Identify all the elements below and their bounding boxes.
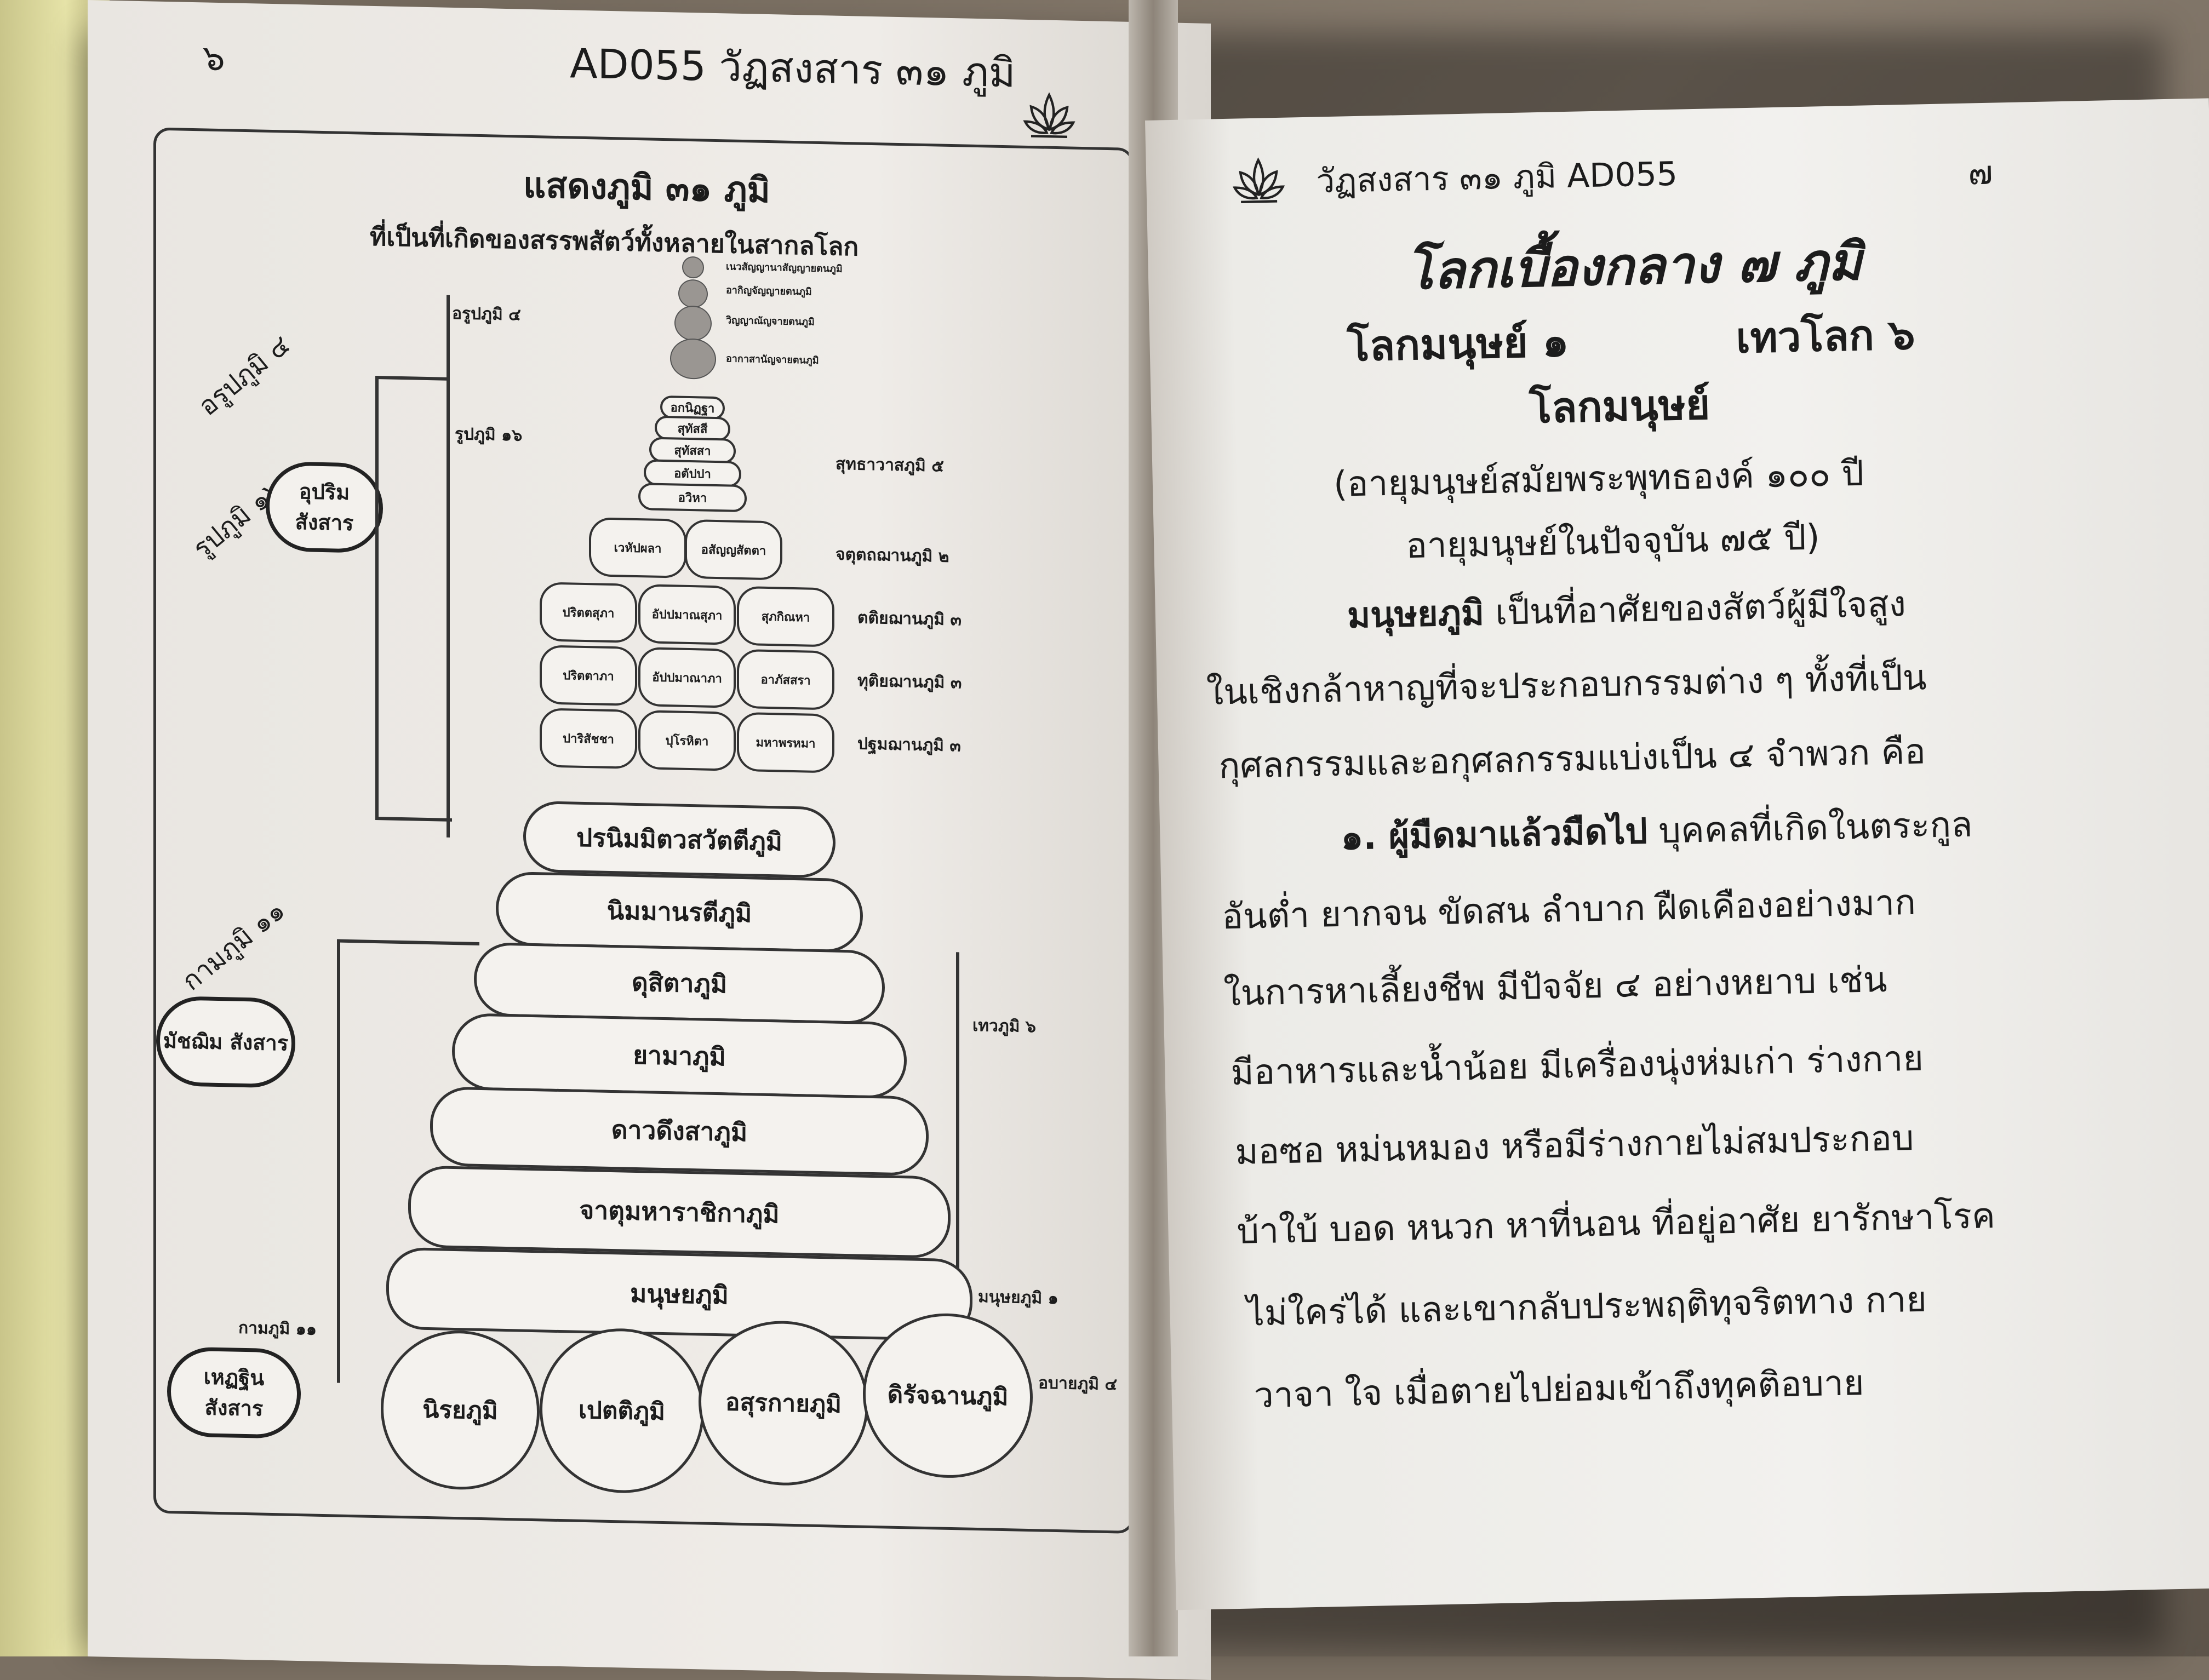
bracket-deva	[956, 952, 959, 1270]
connector-upper	[375, 375, 379, 820]
bracket-rupa	[447, 295, 450, 838]
second-jhana-3: อาภัสสรา	[737, 649, 834, 710]
deva-label: เทวภูมิ ๖	[972, 1016, 1036, 1037]
deva-level-5: ดาวดึงสาภูมิ	[430, 1086, 929, 1177]
body-line-2: ในเชิงกล้าหาญที่จะประกอบกรรมต่าง ๆ ทั้งท…	[1206, 657, 1927, 713]
cycle-lower: เหฏฐิน สังสาร	[167, 1346, 301, 1440]
first-jhana-label: ปฐมฌานภูมิ ๓	[857, 734, 961, 756]
lotus-icon	[1232, 157, 1285, 203]
cycle-middle: มัชฌิม สังสาร	[156, 995, 295, 1088]
fourth-jhana-1: เวหัปผลา	[589, 517, 686, 578]
body-line-5: อันต่ำ ยากจน ขัดสน ลำบาก ฝืดเคืองอย่างมา…	[1221, 882, 1916, 938]
arupa-level-4: อากาสานัญจายตนภูมิ	[726, 353, 819, 366]
fourth-jhana-label: จตุตถฌานภูมิ ๒	[835, 544, 949, 566]
left-page: ๖ AD055 วัฏสงสาร ๓๑ ภูมิ แสดงภูมิ ๓๑ ภูม…	[88, 0, 1211, 1680]
arupa-dot-4	[670, 338, 716, 380]
first-jhana-3: มหาพรหมา	[737, 712, 834, 773]
apaya-label: อบายภูมิ ๔	[1038, 1373, 1118, 1395]
right-running-head: วัฏสงสาร ๓๑ ภูมิ AD055	[1315, 154, 1678, 201]
rupa-label: รูปภูมิ ๑๖	[455, 425, 523, 445]
connector-middle	[337, 939, 340, 1383]
deva-level-1: ปรนิมมิตวสวัตตีภูมิ	[523, 800, 835, 879]
body-line-4: ๑. ผู้มืดมาแล้วมืดไป บุคคลที่เกิดในตระกู…	[1340, 804, 1973, 858]
subtitle-human-world: โลกมนุษย์ ๑	[1346, 317, 1570, 371]
cycle-upper: อุปริม สังสาร	[266, 461, 383, 554]
first-jhana-1: ปาริสัชชา	[540, 708, 637, 770]
second-jhana-1: ปริตตาภา	[540, 645, 637, 707]
third-jhana-1: ปริตตสุภา	[540, 582, 637, 644]
connector-rupa	[375, 816, 452, 822]
body-line-1: มนุษยภูมิ เป็นที่อาศัยของสัตว์ผู้มีใจสูง	[1347, 584, 1907, 637]
body-line-8: มอซอ หม่นหมอง หรือมีร่างกายไม่สมประกอบ	[1234, 1118, 1915, 1173]
right-page: วัฏสงสาร ๓๑ ภูมิ AD055 ๗ โลกเบื้องกลาง ๗…	[1145, 98, 2209, 1610]
apaya-3: อสุรกายภูมิ	[699, 1319, 868, 1487]
second-jhana-label: ทุติยฌานภูมิ ๓	[857, 671, 962, 693]
suddhavasa-label: สุทธาวาสภูมิ ๕	[835, 454, 944, 476]
body-line-3: กุศลกรรมและอกุศลกรรมแบ่งเป็น ๔ จำพวก คือ	[1218, 731, 1926, 787]
note-line-2: อายุมนุษย์ในปัจจุบัน ๗๕ ปี)	[1405, 517, 1821, 567]
apaya-1: นิรยภูมิ	[381, 1329, 540, 1492]
lotus-icon	[1023, 92, 1075, 139]
deva-level-6: จาตุมหาราชิกาภูมิ	[408, 1165, 951, 1259]
third-jhana-label: ตติยฌานภูมิ ๓	[857, 608, 962, 630]
arupa-dot-2	[678, 279, 708, 308]
section-heading: โลกมนุษย์	[1529, 380, 1711, 433]
page-title: โลกเบื้องกลาง ๗ ภูมิ	[1405, 232, 1863, 302]
third-jhana-3: สุภกิณหา	[737, 586, 834, 647]
human-label: มนุษยภูมิ ๑	[978, 1287, 1058, 1309]
kama-label: กามภูมิ ๑๑	[238, 1318, 317, 1339]
fourth-jhana-2: อสัญญสัตตา	[685, 519, 782, 581]
right-page-number: ๗	[1967, 153, 1994, 193]
side-label-kama: กามภูมิ ๑๑	[176, 895, 291, 997]
suddhavasa-5: อวิหา	[638, 483, 747, 513]
third-jhana-2: อัปปมาณสุภา	[638, 584, 736, 645]
body-line-9: บ้าใบ้ บอด หนวก หาที่นอน ที่อยู่อาศัย ยา…	[1236, 1195, 1996, 1252]
apaya-4: ดิรัจฉานภูมิ	[863, 1311, 1033, 1480]
diagram-frame: แสดงภูมิ ๓๑ ภูมิ ที่เป็นที่เกิดของสรรพสั…	[153, 127, 1134, 1534]
arupa-level-1: เนวสัญญานาสัญญายตนภูมิ	[726, 261, 843, 275]
body-line-6: ในการหาเลี้ยงชีพ มีปัจจัย ๔ อย่างหยาบ เช…	[1223, 959, 1888, 1014]
arupa-dot-3	[674, 305, 712, 341]
diagram-title: แสดงภูมิ ๓๑ ภูมิ	[523, 165, 770, 211]
subtitle-deva-world: เทวโลก ๖	[1735, 309, 1916, 363]
deva-level-4: ยามาภูมิ	[452, 1012, 907, 1099]
arupa-level-2: อากิญจัญญายตนภูมิ	[726, 284, 812, 298]
body-line-10: ไม่ใคร่ได้ และเขากลับประพฤติทุจริตทาง กา…	[1246, 1279, 1927, 1334]
note-line-1: (อายุมนุษย์สมัยพระพุทธองค์ ๑๐๐ ปี	[1333, 453, 1864, 505]
apaya-2: เปตติภูมิ	[540, 1327, 704, 1495]
first-jhana-2: ปุโรหิตา	[638, 710, 736, 771]
deva-level-3: ดุสิตาภูมิ	[474, 942, 885, 1025]
arupa-level-3: วิญญาณัญจายตนภูมิ	[726, 314, 815, 328]
connector-arupa	[375, 375, 447, 381]
left-page-number: ๖	[203, 38, 225, 79]
arupa-label: อรูปภูมิ ๔	[452, 303, 521, 325]
deva-level-2: นิมมานรตีภูมิ	[496, 871, 863, 953]
arupa-dot-1	[682, 256, 704, 279]
human-level: มนุษยภูมิ	[386, 1247, 972, 1341]
body-line-7: มีอาหารและน้ำน้อย มีเครื่องนุ่งห่มเก่า ร…	[1230, 1038, 1924, 1094]
second-jhana-2: อัปปมาณาภา	[638, 647, 736, 708]
body-line-11: วาจา ใจ เมื่อตายไปย่อมเข้าถึงทุคติอบาย	[1254, 1363, 1865, 1417]
side-label-arupa: อรูปภูมิ ๔	[192, 329, 296, 422]
connector-deva	[337, 939, 479, 945]
left-running-head: AD055 วัฏสงสาร ๓๑ ภูมิ	[570, 40, 1016, 97]
